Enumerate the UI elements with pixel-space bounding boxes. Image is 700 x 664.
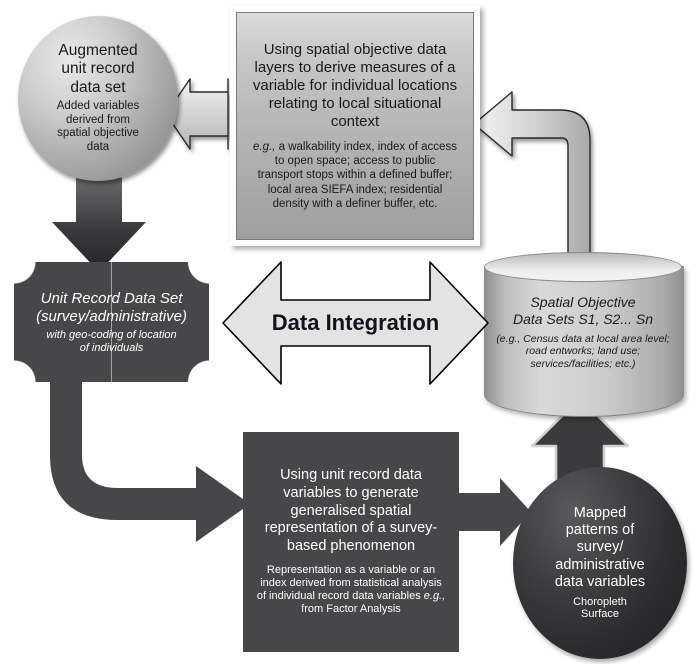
sub-line: data xyxy=(86,141,110,154)
mapped-ellipse-title: Mapped patterns of survey/ administrativ… xyxy=(555,505,645,592)
derive-box-title: Using spatial objective data layers to d… xyxy=(252,41,458,131)
generate-box-sub-line2: from Factor Analysis xyxy=(301,603,401,616)
generate-box-sub-line1: Representation as a variable or an index… xyxy=(256,563,442,603)
unit-record-subtitle: with geo-coding of location of individua… xyxy=(46,329,176,355)
generate-box-eg-prefix: e.g., xyxy=(423,590,446,603)
connector-data-integration-double-arrow xyxy=(222,261,489,385)
generate-box-title: Using unit record data variables to gene… xyxy=(264,467,438,555)
title-line: survey/ xyxy=(576,539,624,556)
sub-line: Surface xyxy=(581,608,619,621)
derive-box-eg-text: a walkability index, index of access to … xyxy=(257,141,457,210)
title-line: data variables xyxy=(554,574,646,591)
title-line: data set xyxy=(70,78,126,96)
sub-line: Choropleth xyxy=(573,595,627,608)
title-line: patterns of xyxy=(565,521,635,538)
title-line: Unit Record Data Set xyxy=(40,289,183,307)
title-line: (survey/administrative) xyxy=(36,307,187,325)
sub-line: derived from xyxy=(66,113,130,126)
unit-record-plaque-shape xyxy=(14,262,209,382)
node-unit-record-data-set: Unit Record Data Set (survey/administrat… xyxy=(14,262,209,382)
mapped-ellipse-subtitle: Choropleth Surface xyxy=(573,596,627,622)
derive-box-subtitle: e.g., a walkability index, index of acce… xyxy=(251,140,459,210)
node-mapped-patterns-ellipse: Mapped patterns of survey/ administrativ… xyxy=(513,467,687,659)
unit-record-text: Unit Record Data Set (survey/administrat… xyxy=(14,262,209,382)
node-generate-spatial-representation-box: Using unit record data variables to gene… xyxy=(243,432,459,652)
sub-line: Added variables xyxy=(56,99,140,112)
node-spatial-objective-data-sets-cylinder: Spatial Objective Data Sets S1, S2... Sn… xyxy=(484,252,684,424)
generate-box-subtitle: Representation as a variable or an index… xyxy=(255,564,447,617)
data-integration-label: Data Integration xyxy=(271,310,440,335)
title-line: unit record xyxy=(61,60,135,78)
augmented-circle-title: Augmented unit record data set xyxy=(58,42,137,97)
derive-box-inner: Using spatial objective data layers to d… xyxy=(236,12,474,240)
title-line: Data Sets S1, S2... Sn xyxy=(512,310,654,327)
derive-box-eg-prefix: e.g., xyxy=(253,141,276,154)
cylinder-title: Spatial Objective Data Sets S1, S2... Sn xyxy=(494,294,672,328)
node-derive-measures-box: Using spatial objective data layers to d… xyxy=(230,6,480,246)
cylinder-subtitle: (e.g., Census data at local area level; … xyxy=(496,332,670,370)
title-line: Spatial Objective xyxy=(530,294,636,310)
sub-line: with geo-coding of location xyxy=(46,328,177,341)
unit-record-title: Unit Record Data Set (survey/administrat… xyxy=(36,290,187,326)
sub-line: spatial objective xyxy=(57,127,139,140)
connector-unit-record-to-generate-box xyxy=(50,372,250,542)
augmented-circle-subtitle: Added variables derived from spatial obj… xyxy=(57,100,139,155)
connector-augmented-circle-to-unit-record xyxy=(50,174,148,274)
cylinder-body xyxy=(484,266,684,417)
data-integration-label-holder: Data Integration xyxy=(223,310,488,336)
node-augmented-unit-record-circle: Augmented unit record data set Added var… xyxy=(18,16,178,181)
title-line: Augmented xyxy=(58,41,138,59)
title-line: administrative xyxy=(555,556,645,573)
cylinder-top-ellipse xyxy=(484,252,682,282)
cylinder-text: Spatial Objective Data Sets S1, S2... Sn… xyxy=(484,294,682,370)
connector-spatial-cylinder-to-derive-box xyxy=(473,91,591,269)
sub-line: of individuals xyxy=(79,341,144,354)
title-line: Mapped xyxy=(573,504,627,521)
